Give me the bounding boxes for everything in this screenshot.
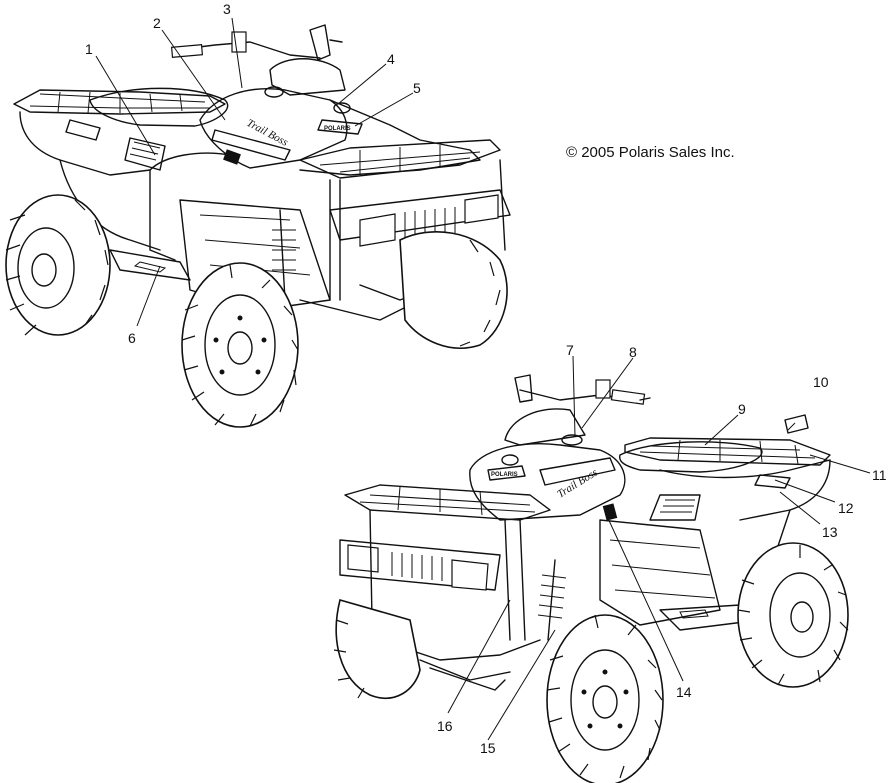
callout-12: 12 <box>838 500 854 516</box>
upper-front-wheel <box>181 262 299 428</box>
polaris-logo-lower: POLARIS <box>491 472 518 478</box>
trail-boss-decal-lower: Trail Boss <box>555 467 599 501</box>
upper-far-wheel <box>399 231 508 349</box>
callout-9: 9 <box>738 401 746 417</box>
callout-8: 8 <box>629 344 637 360</box>
lower-front-wheel <box>546 614 664 783</box>
callout-15: 15 <box>480 740 496 756</box>
callout-10: 10 <box>813 374 829 390</box>
callout-11: 11 <box>872 467 887 483</box>
callout-5: 5 <box>413 80 421 96</box>
callout-14: 14 <box>676 684 692 700</box>
callout-2: 2 <box>153 15 161 31</box>
polaris-logo-upper: POLARIS <box>324 126 351 132</box>
upper-rear-wheel <box>5 194 111 336</box>
atv-upper: POLARIS <box>5 24 511 428</box>
lower-rear-wheel <box>737 542 849 688</box>
callout-13: 13 <box>822 524 838 540</box>
callout-1: 1 <box>85 41 93 57</box>
callout-16: 16 <box>437 718 453 734</box>
atv-lower: Trail Boss POLARIS <box>333 374 849 783</box>
copyright-notice: © 2005 Polaris Sales Inc. <box>566 144 735 161</box>
callout-3: 3 <box>223 1 231 17</box>
lower-front-far-wheel <box>333 599 421 699</box>
callout-7: 7 <box>566 342 574 358</box>
leader-lines <box>95 17 871 741</box>
callout-6: 6 <box>128 330 136 346</box>
callout-4: 4 <box>387 51 395 67</box>
